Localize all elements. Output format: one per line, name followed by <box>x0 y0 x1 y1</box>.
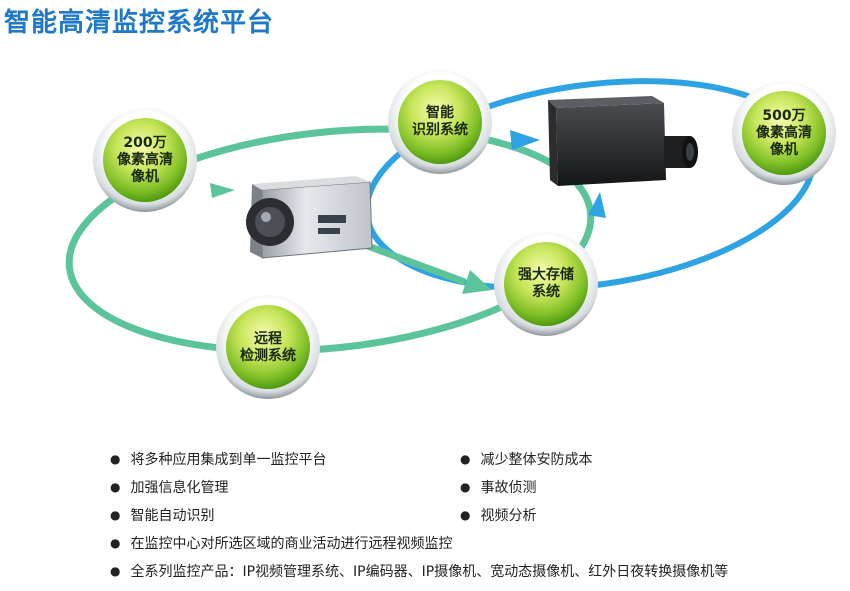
node-smart-line1: 智能 <box>426 105 454 121</box>
feature-item: 将多种应用集成到单一监控平台 <box>110 449 326 469</box>
node-remote-line2: 检测系统 <box>240 348 296 364</box>
feature-item: 视频分析 <box>460 505 536 525</box>
node-storage <box>494 232 598 336</box>
feature-item: 全系列监控产品：IP视频管理系统、IP编码器、IP摄像机、宽动态摄像机、红外日夜… <box>110 561 728 581</box>
arrow-icon <box>588 192 606 218</box>
node-storage-line1: 强大存储 <box>518 267 574 283</box>
node-remote-line1: 远程 <box>254 331 282 347</box>
node-mp2-line2: 像素高清 <box>117 152 173 168</box>
arrow-icon <box>510 130 540 150</box>
node-smart <box>388 70 492 174</box>
page-title: 智能高清监控系统平台 <box>4 8 275 38</box>
feature-item: 减少整体安防成本 <box>460 449 592 469</box>
node-mp5-line2: 像素高清 <box>756 125 812 141</box>
zoom-camera-image <box>246 176 373 259</box>
node-mp5-line1: 500万 <box>762 108 806 124</box>
node-storage-label: 强大存储 系统 <box>501 267 591 301</box>
arrow-icon <box>210 183 235 198</box>
arrow-icon <box>462 270 492 294</box>
node-mp5-line3: 像机 <box>770 142 798 158</box>
node-mp5 <box>732 81 836 185</box>
node-storage-line2: 系统 <box>532 284 560 300</box>
feature-item: 在监控中心对所选区域的商业活动进行远程视频监控 <box>110 533 452 553</box>
feature-item: 智能自动识别 <box>110 505 214 525</box>
node-smart-label: 智能 识别系统 <box>395 105 485 139</box>
node-mp2-line3: 像机 <box>131 169 159 185</box>
node-mp2-label: 200万 像素高清 像机 <box>100 135 190 186</box>
node-smart-line2: 识别系统 <box>412 122 468 138</box>
node-remote <box>216 295 320 399</box>
node-remote-label: 远程 检测系统 <box>223 331 313 365</box>
system-diagram <box>65 70 836 399</box>
arrow-icon <box>363 241 467 286</box>
feature-item: 事故侦测 <box>460 477 536 497</box>
node-mp2 <box>93 108 197 212</box>
feature-item: 加强信息化管理 <box>110 477 228 497</box>
node-mp2-line1: 200万 <box>123 135 167 151</box>
box-camera-image <box>548 96 698 186</box>
node-mp5-label: 500万 像素高清 像机 <box>739 108 829 159</box>
